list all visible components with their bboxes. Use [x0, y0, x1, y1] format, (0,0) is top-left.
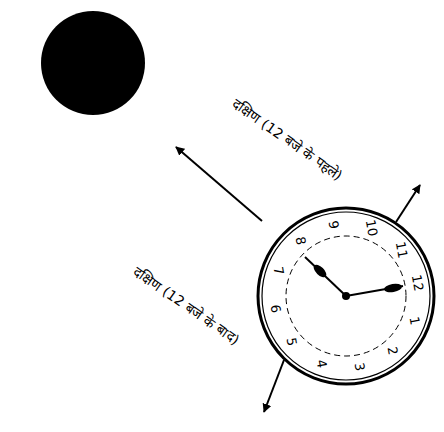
- direction-label: दक्षिण (12 बजे के पहले): [229, 96, 345, 183]
- dial-number: 6: [267, 303, 283, 314]
- hour-hand-tip: [311, 263, 328, 280]
- watch-case: [258, 208, 434, 384]
- minute-hand-tip: [383, 282, 402, 293]
- dial-number: 11: [393, 240, 410, 259]
- hand-pivot: [342, 292, 350, 300]
- watch-dial: [262, 212, 430, 380]
- dial-number: 10: [362, 219, 379, 238]
- south-arrow: [176, 147, 262, 221]
- hour-hand: [305, 257, 346, 296]
- direction-arrow: [396, 185, 420, 222]
- direction-label: दक्षिण (12 बजे के बाद): [130, 264, 242, 349]
- dial-number: 12: [408, 274, 425, 293]
- direction-arrow: [264, 360, 284, 412]
- sun-disc: [41, 11, 145, 115]
- dial-track: [286, 236, 406, 356]
